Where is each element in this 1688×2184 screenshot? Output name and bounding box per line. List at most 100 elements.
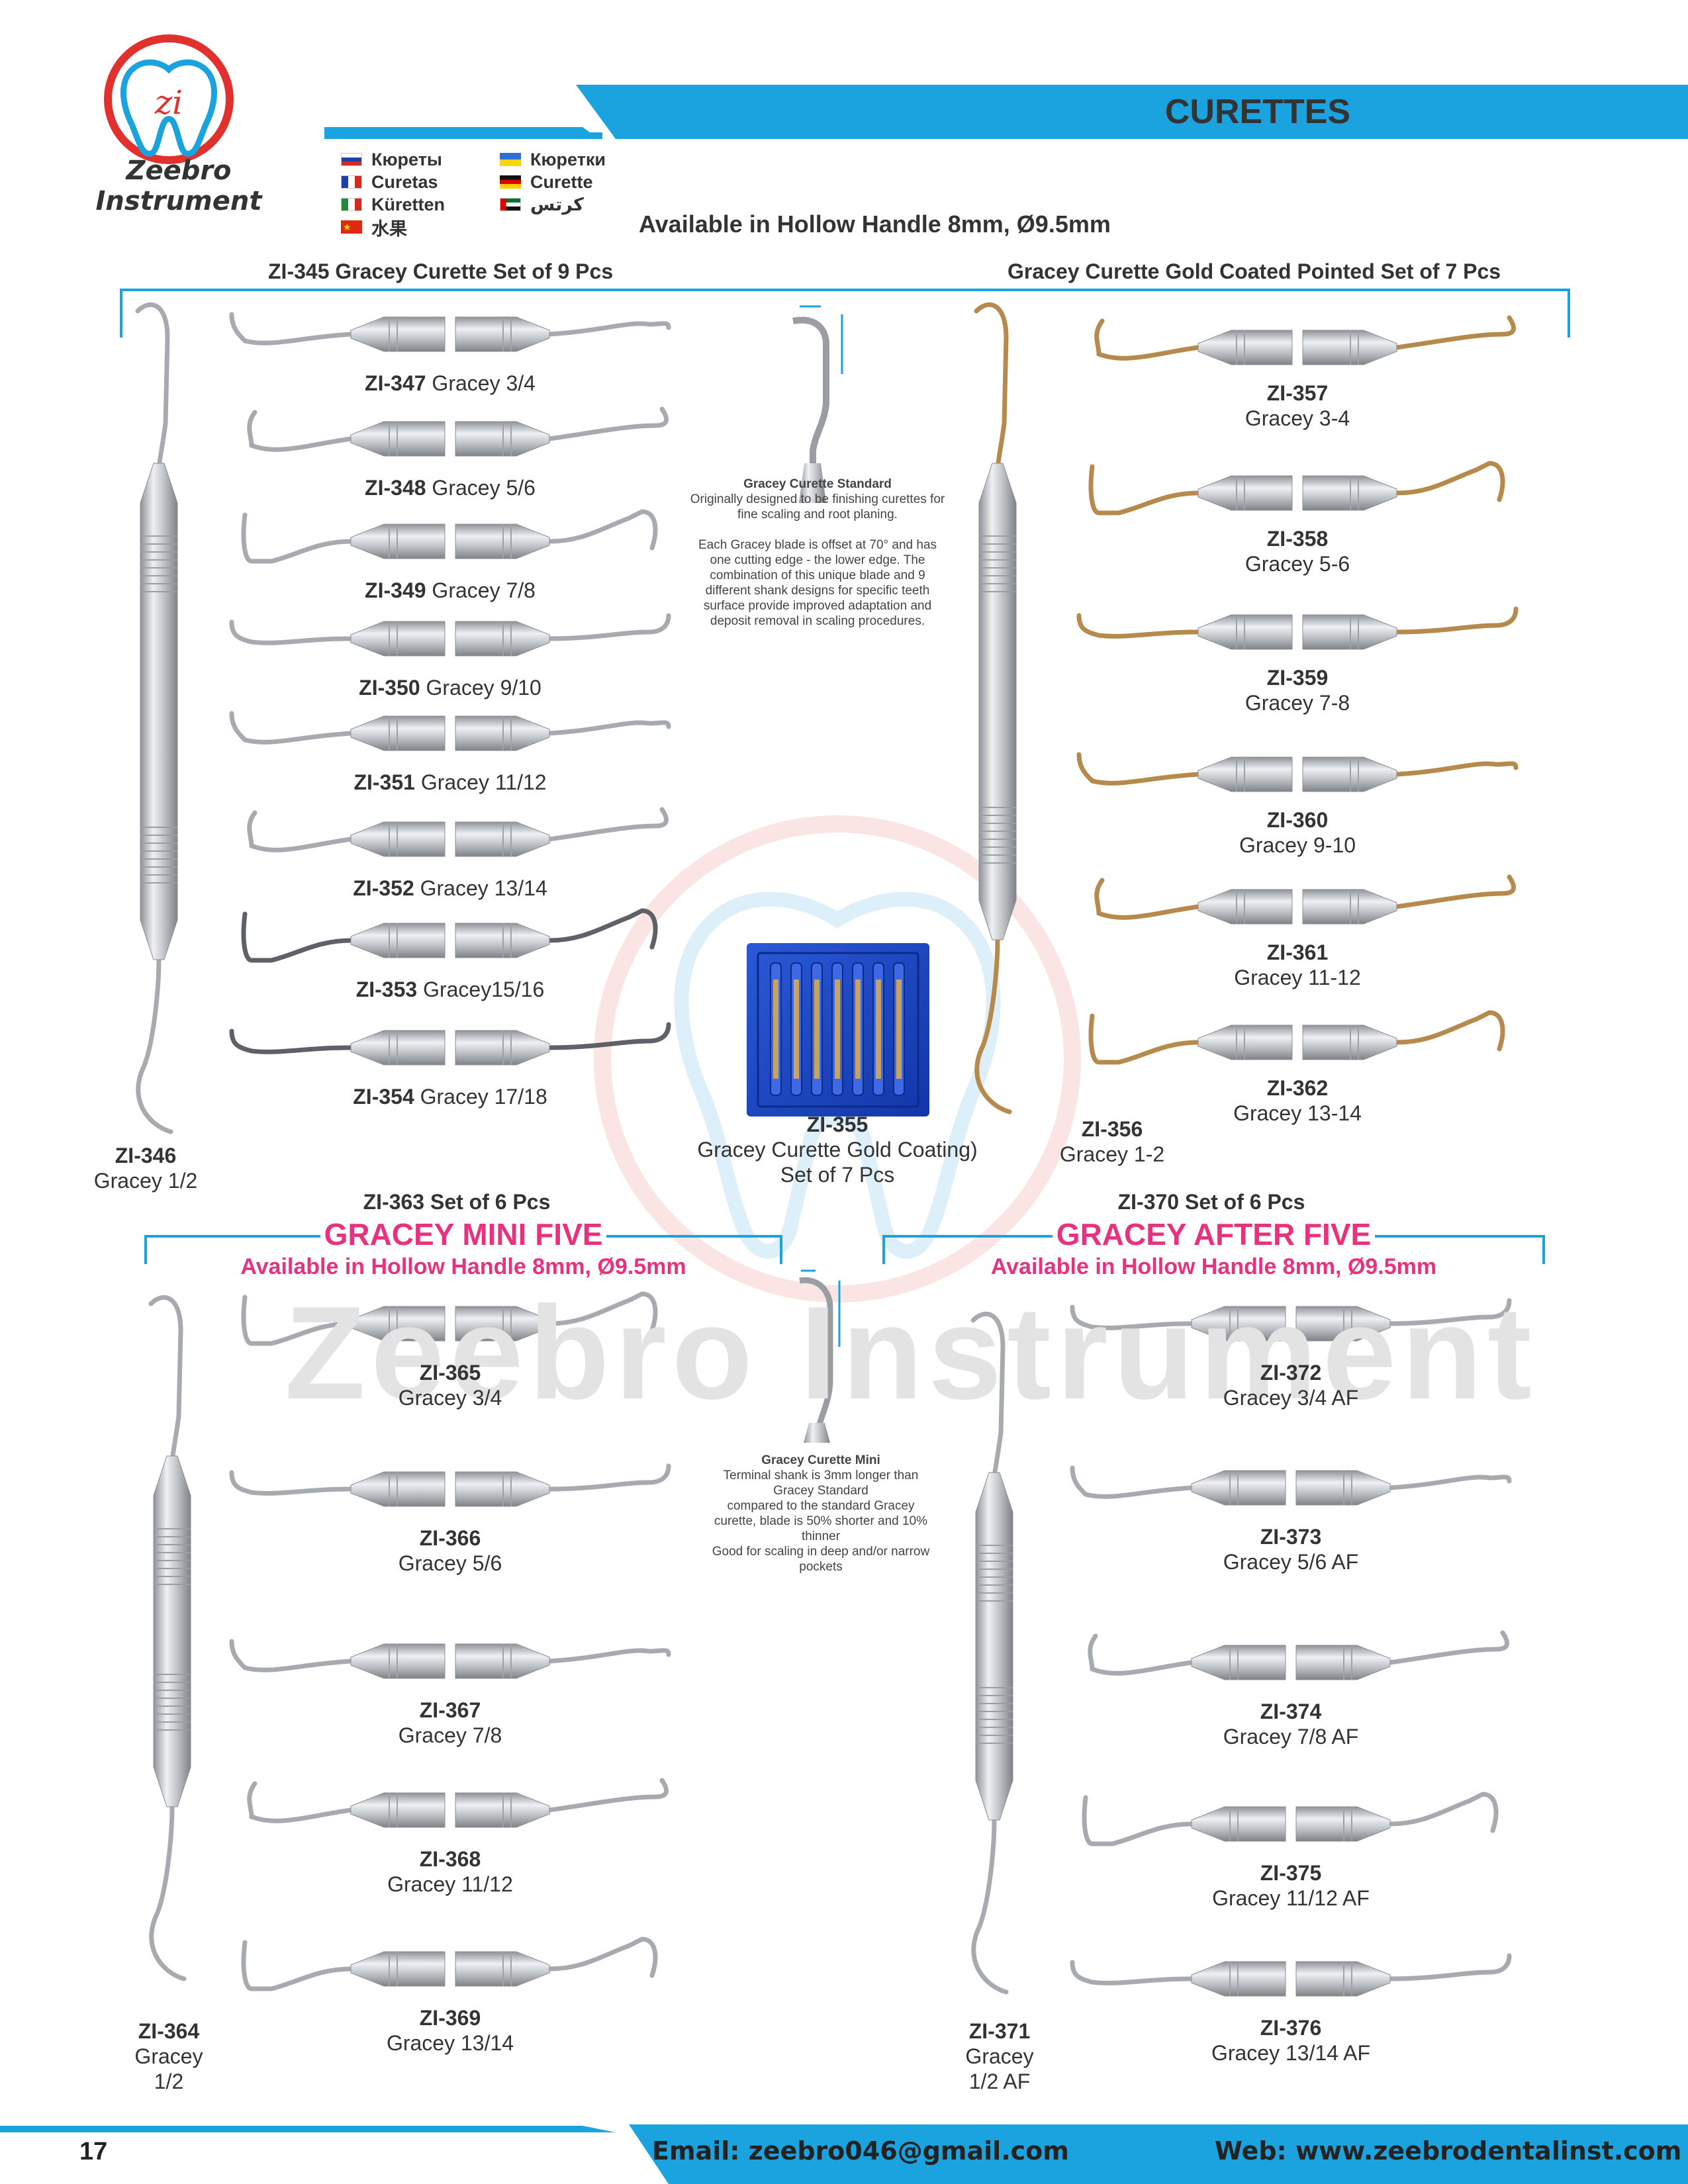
info-line: thinner [801,1529,841,1543]
curette-zi-353 [241,908,658,963]
curette-zi-357 [1094,315,1516,365]
product-code: ZI-362 [1266,1076,1329,1100]
title-banner [324,85,1688,139]
product-code: ZI-375 [1260,1861,1322,1885]
product-code: ZI-354 [353,1085,414,1109]
product-zi-346: ZI-346 Gracey 1/2 [93,1144,198,1193]
box-tool [773,979,778,1079]
language-column-1: Кюреты Curetas Küretten ★水果 [341,148,500,240]
curette-zi-348 [247,406,669,457]
info-line: different shank designs for specific tee… [705,584,930,598]
lang-italy: Küretten [341,193,500,216]
curette-zi-356 [974,302,1017,1115]
standard-info: Gracey Curette Standard Originally desig… [662,477,973,629]
product-name: Gracey 13/14 [386,2031,514,2055]
germany-flag-icon [500,175,521,189]
language-column-2: Кюретки Curette كرتس [500,148,659,216]
product-code: ZI-351 [353,770,415,794]
china-flag-icon: ★ [341,220,362,234]
product-name: Gracey 13/14 [420,876,547,900]
lang-france: Curetas [341,171,500,193]
diagram-standard-curette [792,305,843,503]
product-name: Gracey 11/12 AF [1212,1886,1370,1910]
product-zi-353: ZI-353 Gracey15/16 [265,977,635,1002]
box-tool [876,979,881,1079]
russia-flag-icon [341,153,362,166]
curette-zi-365 [241,1291,658,1346]
product-name: Gracey 5/6 AF [1223,1550,1359,1574]
curette-zi-368 [247,1778,669,1828]
curette-zi-361 [1094,874,1516,925]
title-mini-five-wrap: GRACEY MINI FIVE [146,1216,781,1252]
info-line: Good for scaling in deep and/or narrow [712,1545,930,1559]
available-note: Available in Hollow Handle 8mm, Ø9.5mm [639,210,1111,238]
product-zi-347: ZI-347 Gracey 3/4 [265,371,635,396]
product-code: ZI-368 [419,1847,481,1871]
product-name: Gracey 7-8 [1244,691,1350,715]
uae-flag-icon [500,198,521,211]
product-name: Gracey 11/12 [387,1872,513,1896]
heading-after-set: ZI-370 Set of 6 Pcs [1117,1190,1305,1214]
top-brackets [120,289,1570,338]
lang-germany: Curette [500,171,659,193]
product-name: Gracey 7/8 AF [1223,1725,1359,1749]
title-after-five: GRACEY AFTER FIVE [1052,1217,1376,1251]
product-code: ZI-347 [365,371,426,395]
product-name: Gracey 3-4 [1244,406,1350,430]
product-code: ZI-365 [419,1361,481,1385]
curette-zi-360 [1076,752,1519,792]
product-code: ZI-374 [1260,1700,1322,1723]
curette-zi-366 [229,1463,671,1507]
info-line: Terminal shank is 3mm longer than [723,1469,919,1482]
box-tool [835,979,840,1079]
info-line: curette, blade is 50% shorter and 10% [714,1514,928,1528]
product-name: Gracey 17/18 [420,1085,547,1109]
curette-zi-346 [135,302,178,1134]
curette-zi-352 [247,807,669,857]
curette-zi-362 [1088,1010,1505,1065]
curette-zi-369 [241,1936,658,1991]
product-code: ZI-360 [1266,808,1329,832]
product-name: Gracey 9-10 [1239,833,1356,857]
product-code: ZI-358 [1266,527,1329,551]
footer-website[interactable]: Web: www.zeebrodentalinst.com [1215,2136,1682,2165]
box-tool [814,979,820,1079]
product-zi-349: ZI-349 Gracey 7/8 [265,578,635,603]
title-after-five-wrap: GRACEY AFTER FIVE [884,1216,1544,1252]
product-code: ZI-373 [1260,1525,1322,1549]
product-name: Gracey 5/6 [432,476,536,500]
italy-flag-icon [341,198,362,211]
curette-zi-367 [229,1639,671,1679]
ukraine-flag-icon [500,153,521,166]
box-tool [855,979,861,1079]
lang-ukraine: Кюретки [500,148,659,171]
product-name: Gracey 11/12 [420,770,547,794]
instrument-illustrations [135,302,1519,1997]
page-number: 17 [79,2138,108,2165]
footer-email[interactable]: Email: zeebro046@gmail.com [652,2136,1069,2165]
product-zi-351: ZI-351 Gracey 11/12 [265,770,635,795]
info-line: pockets [799,1560,843,1574]
product-name: Gracey 13/14 AF [1211,2041,1371,2065]
product-code: ZI-357 [1266,381,1329,405]
heading-gold-set: Gracey Curette Gold Coated Pointed Set o… [1008,259,1501,283]
product-zi-352: ZI-352 Gracey 13/14 [265,876,635,901]
product-name: Gracey15/16 [423,978,545,1001]
product-name: Gracey 9/10 [426,676,541,700]
logo-letters: zi [154,83,183,122]
watermark-tooth [594,815,1081,1302]
product-name: Gracey 7/8 [432,578,536,602]
info-line: fine scaling and root planing. [737,508,898,522]
product-zi-371: ZI-371 Gracey 1/2 AF [965,2019,1034,2093]
curette-zi-372 [1070,1298,1512,1342]
france-flag-icon [341,175,362,189]
product-code: ZI-349 [365,578,426,602]
curette-zi-351 [229,711,671,751]
lang-china: ★水果 [341,216,500,240]
